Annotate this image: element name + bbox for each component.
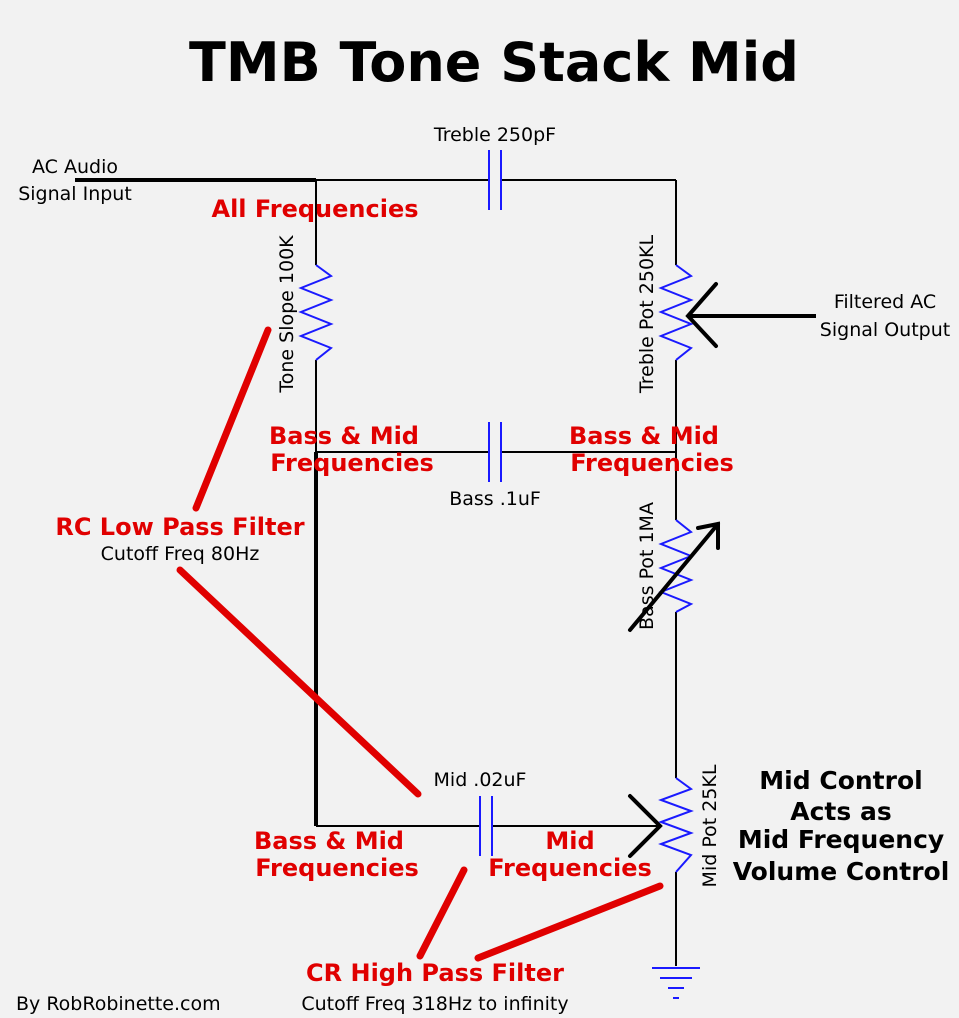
cr-filter-title: CR High Pass Filter [306,959,564,987]
mid-pot-label: Mid Pot 25KL [699,764,721,887]
output-label-line2: Signal Output [820,319,950,341]
input-label-line2: Signal Input [18,183,132,205]
treble-wiper-arrow [685,282,718,348]
input-label-line1: AC Audio [32,156,118,178]
bass-mid-right-line1: Bass & Mid [569,422,719,450]
mid-control-line3: Mid Frequency [738,825,944,854]
mid-pot-resistor [658,777,694,873]
tone-slope-resistor [298,264,334,361]
mid-frequencies-line1: Mid [545,827,594,855]
bass-mid-bottom-line1: Bass & Mid [254,827,404,855]
bass-mid-right-line2: Frequencies [570,449,734,477]
all-frequencies-label: All Frequencies [212,195,419,223]
tone-slope-label: Tone Slope 100K [276,235,298,394]
mid-wiper-arrow [628,794,663,858]
bass-cap-label: Bass .1uF [449,488,541,510]
cr-pointer-left [416,866,468,960]
bass-pot-resistor [658,519,694,613]
mid-frequencies-line2: Frequencies [488,854,652,882]
treble-pot-resistor [658,264,694,361]
bass-capacitor [488,422,502,482]
treble-capacitor [488,150,502,210]
bass-mid-left-line2: Frequencies [270,449,434,477]
wiring [75,178,816,966]
mid-control-line2: Acts as [790,797,891,826]
cr-filter-cutoff: Cutoff Freq 318Hz to infinity [301,993,568,1015]
rc-pointer-up [192,326,272,512]
mid-cap-label: Mid .02uF [434,769,527,791]
rc-filter-cutoff: Cutoff Freq 80Hz [101,543,260,565]
red-pointers [176,326,664,962]
mid-control-line4: Volume Control [733,857,950,886]
treble-cap-label: Treble 250pF [433,124,556,146]
treble-pot-label: Treble Pot 250KL [636,235,658,395]
bass-mid-bottom-line2: Frequencies [255,854,419,882]
mid-control-line1: Mid Control [759,766,922,795]
credit-text: By RobRobinette.com [16,993,221,1015]
ground-symbol [652,967,700,999]
mid-capacitor [479,796,493,856]
bass-variable-arrow [628,521,720,632]
bass-mid-left-line1: Bass & Mid [269,422,419,450]
cr-pointer-right [474,882,664,962]
rc-filter-title: RC Low Pass Filter [55,513,304,541]
bass-pot-label: Bass Pot 1MA [636,502,658,630]
diagram-title: TMB Tone Stack Mid [189,31,799,94]
output-label-line1: Filtered AC [834,291,936,313]
rc-pointer-down [176,566,422,798]
